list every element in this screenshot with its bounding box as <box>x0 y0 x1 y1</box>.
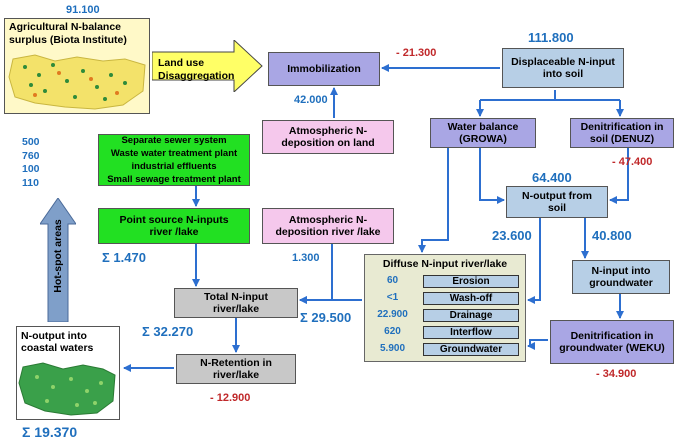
point-sources-box: Separate sewer system Waste water treatm… <box>98 134 250 186</box>
diffuse-value: <1 <box>386 292 399 303</box>
diffuse-title: Diffuse N-input river/lake <box>382 258 508 270</box>
n-input-groundwater-box: N-input into groundwater <box>572 260 670 294</box>
diffuse-row-interflow: 620 Interflow <box>365 326 525 340</box>
agricultural-map: Agricultural N-balance surplus (Biota In… <box>4 18 150 114</box>
denitrification-gw-value: - 34.900 <box>596 368 637 380</box>
point-source-item: Separate sewer system <box>121 135 227 146</box>
displaceable-label: Displaceable N-input into soil <box>511 55 615 80</box>
land-use-arrow: Land use Disaggregation <box>152 40 264 92</box>
water-balance-label: Water balance (GROWA) <box>447 120 519 145</box>
coastal-map-shape <box>18 362 116 416</box>
coastal-map: N-output into coastal waters <box>16 326 120 420</box>
n-input-groundwater-label: N-input into groundwater <box>589 264 653 289</box>
arrow-denit-to-output <box>609 148 629 204</box>
diffuse-sum: Σ 29.500 <box>300 310 352 325</box>
diffuse-value: 620 <box>384 326 401 337</box>
diffuse-row-washoff: <1 Wash-off <box>365 292 525 306</box>
point-source-inputs-label: Point source N-inputs river /lake <box>119 213 229 238</box>
point-source-item: Small sewage treatment plant <box>107 174 241 185</box>
diffuse-value: 22.900 <box>377 309 408 320</box>
map-region-shape <box>8 54 146 110</box>
point-source-value: 110 <box>22 176 39 189</box>
n-output-soil-value: 64.400 <box>532 170 572 185</box>
retention-box: N-Retention in river/lake <box>176 354 296 384</box>
point-source-value: 100 <box>22 163 40 175</box>
diffuse-row-groundwater: 5.900 Groundwater <box>365 343 525 357</box>
diffuse-label: Interflow <box>423 326 519 339</box>
denitrification-gw-label: Denitrification in groundwater (WEKU) <box>559 329 665 354</box>
diffuse-label: Groundwater <box>423 343 519 356</box>
atm-land-value: 42.000 <box>294 94 328 106</box>
total-input-sum: Σ 32.270 <box>142 324 194 339</box>
n-output-soil-label: N-output from soil <box>522 189 592 214</box>
displaceable-value: 111.800 <box>528 30 574 45</box>
coastal-sum: Σ 19.370 <box>22 424 78 440</box>
point-source-values: 500 760 100 110 <box>22 136 40 190</box>
atm-river-value: 1.300 <box>292 252 320 264</box>
point-source-value: 500 <box>22 136 40 148</box>
denitrification-soil-value: - 47.400 <box>612 156 653 168</box>
arrow-displaceable-split <box>480 90 620 101</box>
hotspot-label: Hot-spot areas <box>52 219 64 293</box>
surplus-value: 91.100 <box>66 4 100 16</box>
diffuse-value: 5.900 <box>379 343 406 354</box>
displaceable-box: Displaceable N-input into soil <box>502 48 624 88</box>
atm-river-box: Atmospheric N-deposition river /lake <box>262 208 394 244</box>
diffuse-label: Wash-off <box>423 292 519 305</box>
immobilization-value: - 21.300 <box>396 47 437 59</box>
agricultural-map-label: Agricultural N-balance surplus (Biota In… <box>9 21 127 46</box>
atm-river-label: Atmospheric N-deposition river /lake <box>275 213 381 238</box>
retention-label: N-Retention in river/lake <box>200 356 272 381</box>
flow-to-diffuse-value: 23.600 <box>492 228 532 243</box>
water-balance-box: Water balance (GROWA) <box>430 118 536 148</box>
retention-value: - 12.900 <box>210 392 251 404</box>
atm-land-label: Atmospheric N-deposition on land <box>281 124 375 149</box>
n-output-soil-box: N-output from soil <box>506 186 608 218</box>
land-use-label: Land use Disaggregation <box>158 57 235 83</box>
coastal-label: N-output into coastal waters <box>21 330 94 355</box>
total-input-box: Total N-input river/lake <box>174 288 298 318</box>
diffuse-label: Erosion <box>423 275 519 288</box>
diffuse-box: Diffuse N-input river/lake 60 Erosion <1… <box>364 254 526 362</box>
arrow-output-to-diffuse <box>527 218 541 304</box>
arrow-wb-to-diffuse <box>418 148 449 253</box>
diffuse-label: Drainage <box>423 309 519 322</box>
atm-land-box: Atmospheric N-deposition on land <box>262 120 394 154</box>
point-source-sum: Σ 1.470 <box>102 250 146 265</box>
denitrification-gw-box: Denitrification in groundwater (WEKU) <box>550 320 674 364</box>
arrow-wb-to-output <box>479 148 505 204</box>
diffuse-row-erosion: 60 Erosion <box>365 275 525 289</box>
immobilization-label: Immobilization <box>287 62 361 75</box>
denitrification-soil-label: Denitrification in soil (DENUZ) <box>580 120 664 145</box>
total-input-label: Total N-input river/lake <box>204 290 268 315</box>
diffuse-row-drainage: 22.900 Drainage <box>365 309 525 323</box>
point-source-item: Waste water treatment plant <box>110 148 238 159</box>
immobilization-box: Immobilization <box>268 52 380 86</box>
flow-to-groundwater-value: 40.800 <box>592 228 632 243</box>
point-source-inputs-box: Point source N-inputs river /lake <box>98 208 250 244</box>
hotspot-arrow: Hot-spot areas <box>40 198 76 322</box>
point-source-value: 760 <box>22 149 40 162</box>
denitrification-soil-box: Denitrification in soil (DENUZ) <box>570 118 674 148</box>
point-source-item: industrial effluents <box>131 161 217 172</box>
arrow-denit-gw-to-diffuse <box>527 339 548 350</box>
diffuse-value: 60 <box>386 275 399 286</box>
